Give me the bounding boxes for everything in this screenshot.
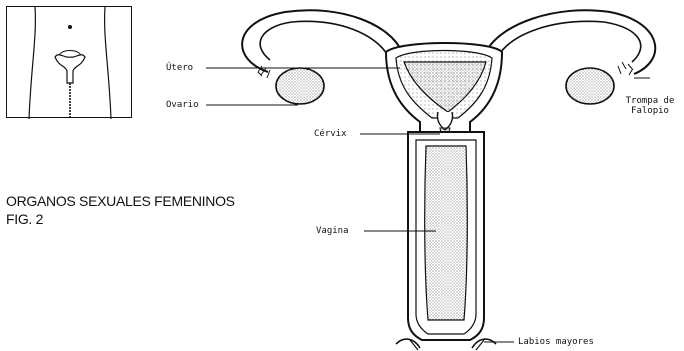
vagina [408,132,484,340]
label-labios-mayores: Labios mayores [518,337,594,347]
label-trompa-line2: Falopio [620,106,680,116]
label-ovario: Ovario [166,100,199,110]
label-trompa-line1: Trompa de [620,96,680,106]
label-utero: Útero [166,63,193,73]
label-vagina: Vagina [316,226,349,236]
label-cervix: Cérvix [314,129,347,139]
label-trompa-de-falopio: Trompa de Falopio [620,96,680,116]
